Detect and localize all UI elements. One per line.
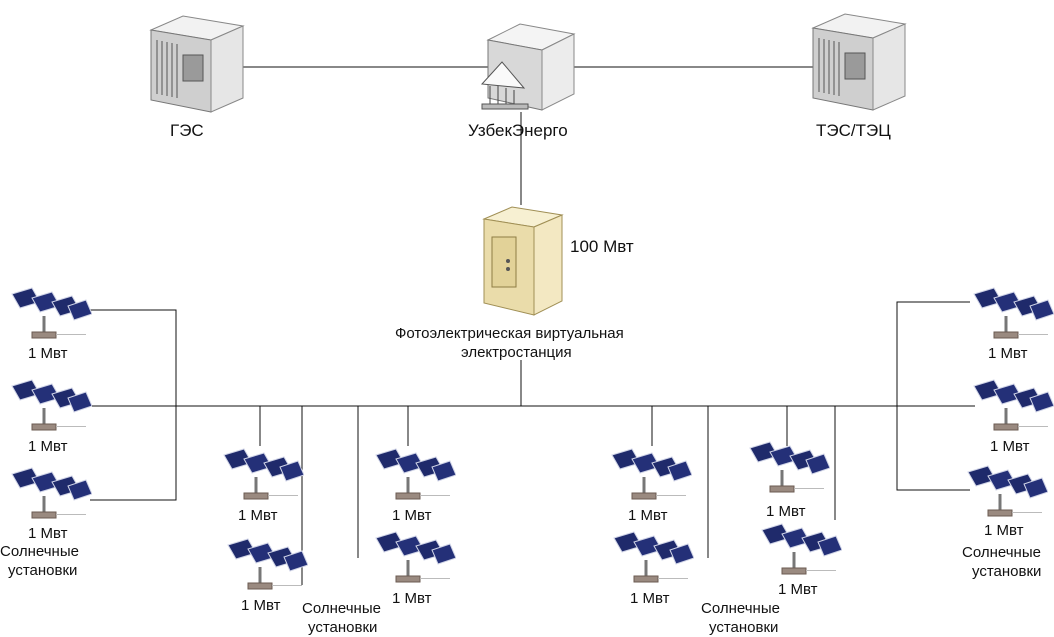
uzbekenergo-node (478, 12, 578, 112)
solar-panel-icon (11, 467, 92, 519)
vpp-label-line1: Фотоэлектрическая виртуальная (395, 325, 624, 342)
solar-panel-icon (375, 531, 456, 583)
group-caption-line2: установки (308, 619, 378, 636)
group-caption-line2: установки (709, 619, 779, 636)
panel-capacity: 1 Мвт (990, 438, 1030, 455)
panel-capacity: 1 Мвт (28, 525, 68, 542)
office-building-icon (480, 23, 576, 111)
solar-panel-icon (227, 538, 308, 590)
solar-panel-icon (11, 287, 92, 339)
solar-panel-icon (11, 379, 92, 431)
panel-capacity: 1 Мвт (630, 590, 670, 607)
uzbekenergo-label: УзбекЭнерго (468, 121, 568, 140)
panel-capacity: 1 Мвт (238, 507, 278, 524)
group-caption-line1: Солнечные (701, 600, 780, 617)
panel-capacity: 1 Мвт (28, 438, 68, 455)
solar-panel-icon (375, 448, 456, 500)
panel-capacity: 1 Мвт (28, 345, 68, 362)
solar-panel-icon (761, 523, 842, 575)
panel-capacity: 1 Мвт (628, 507, 668, 524)
vpp-node (478, 205, 566, 317)
solar-panel-icon (611, 448, 692, 500)
group-caption-line2: установки (972, 563, 1042, 580)
tes-label: ТЭС/ТЭЦ (816, 121, 891, 140)
beige-server-icon (482, 206, 564, 316)
solar-panel-icon (973, 287, 1054, 339)
panel-capacity: 1 Мвт (766, 503, 806, 520)
panel-capacity: 1 Мвт (392, 507, 432, 524)
panel-capacity: 1 Мвт (988, 345, 1028, 362)
group-caption-line1: Солнечные (962, 544, 1041, 561)
panel-capacity: 1 Мвт (778, 581, 818, 598)
ges-label: ГЭС (170, 121, 204, 140)
panel-capacity: 1 Мвт (241, 597, 281, 614)
solar-panel-icon (967, 465, 1048, 517)
group-caption-line1: Солнечные (302, 600, 381, 617)
server-tower-icon (811, 13, 907, 111)
vpp-label-line2: электростанция (461, 344, 572, 361)
panel-capacity: 1 Мвт (392, 590, 432, 607)
vpp-capacity: 100 Мвт (570, 237, 634, 256)
group-caption-line2: установки (8, 562, 78, 579)
ges-node (143, 10, 248, 115)
solar-panel-icon (973, 379, 1054, 431)
group-caption-line1: Солнечные (0, 543, 79, 560)
solar-panel-icon (223, 448, 304, 500)
panel-capacity: 1 Мвт (984, 522, 1024, 539)
tes-node (805, 8, 910, 113)
server-tower-icon (149, 15, 245, 113)
solar-panel-icon (749, 441, 830, 493)
solar-panel-icon (613, 531, 694, 583)
